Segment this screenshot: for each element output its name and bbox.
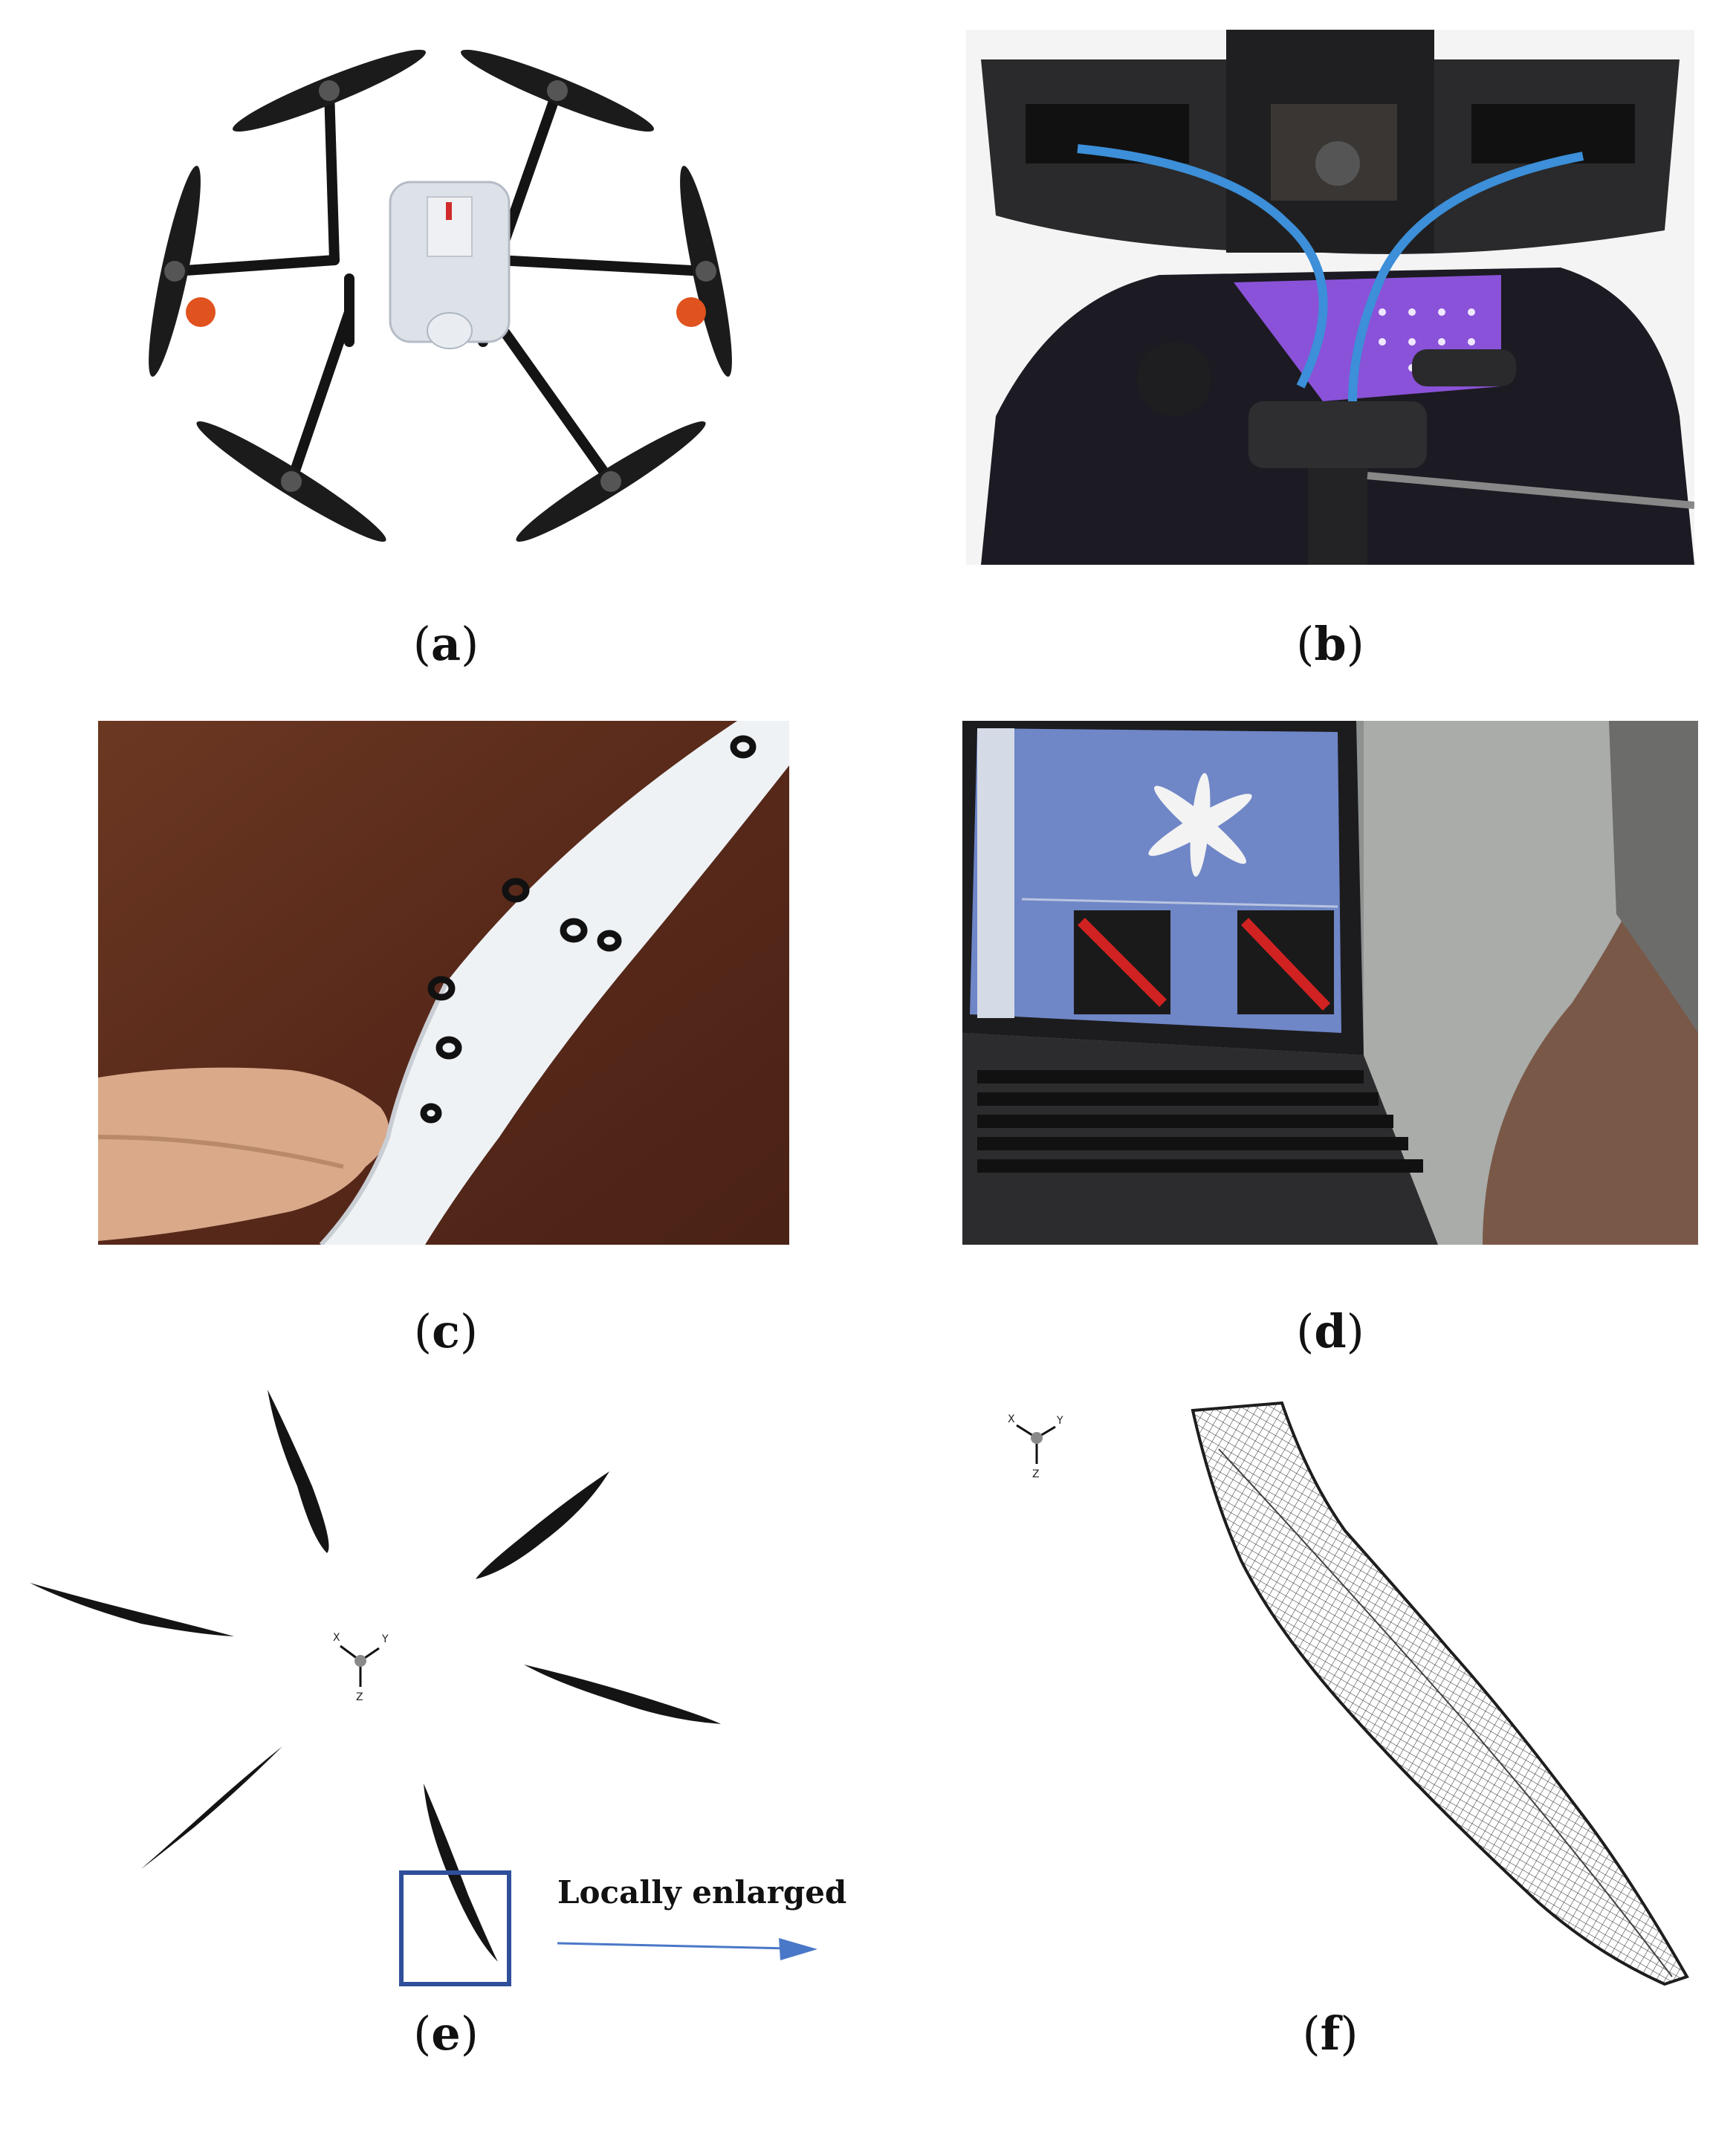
drone-image	[149, 49, 732, 542]
axis-y-label: Y	[381, 1633, 389, 1645]
label-close: )	[1346, 1304, 1364, 1358]
label-letter: c	[432, 1304, 460, 1358]
axis-triad	[1016, 1424, 1056, 1464]
label-letter: d	[1314, 1304, 1347, 1358]
panel-b-label: (b)	[1241, 617, 1419, 671]
label-open: (	[413, 1304, 433, 1358]
panel-e-label: (e)	[357, 2006, 535, 2061]
panel-d	[962, 721, 1698, 1245]
laptop-scan-image	[962, 721, 1698, 1245]
enlarge-arrow-line	[557, 1942, 788, 1950]
label-letter: e	[431, 2006, 461, 2061]
label-letter: a	[430, 617, 461, 671]
axis-x-label: X	[1008, 1413, 1015, 1425]
panel-b	[966, 30, 1694, 565]
axis-y-label: Y	[1056, 1415, 1063, 1427]
label-close: )	[1340, 2006, 1358, 2061]
label-open: (	[1302, 2006, 1321, 2061]
panel-c-label: (c)	[357, 1304, 535, 1358]
label-open: (	[413, 2006, 432, 2061]
enlarge-arrow-head	[779, 1938, 817, 1960]
label-close: )	[1346, 617, 1364, 671]
label-letter: f	[1320, 2006, 1341, 2061]
blade-markers-image	[98, 721, 789, 1245]
blade-mesh: X Y Z	[1008, 1401, 1689, 1986]
enlarged-region-box	[399, 1870, 511, 1986]
label-close: )	[461, 617, 479, 671]
label-open: (	[1296, 617, 1315, 671]
panel-a	[111, 30, 780, 565]
scanned-propellers: X Y Z	[30, 1390, 817, 1986]
panel-c	[98, 721, 789, 1245]
scanner-image	[966, 30, 1694, 565]
axis-z-label: Z	[1032, 1468, 1040, 1480]
axis-z-label: Z	[356, 1691, 363, 1703]
label-letter: b	[1314, 617, 1347, 671]
panel-e: X Y Z Locally enlarged	[22, 1375, 877, 2006]
panel-f-label: (f)	[1241, 2006, 1419, 2061]
locally-enlarged-annotation: Locally enlarged	[557, 1874, 847, 1911]
panel-f: X Y Z	[959, 1390, 1702, 1999]
label-close: )	[459, 1304, 479, 1358]
label-open: (	[1296, 1304, 1315, 1358]
label-close: )	[460, 2006, 479, 2061]
axis-x-label: X	[333, 1632, 340, 1644]
panel-d-label: (d)	[1241, 1304, 1419, 1358]
panel-a-label: (a)	[357, 617, 535, 671]
label-open: (	[412, 617, 431, 671]
axis-triad	[340, 1645, 380, 1687]
